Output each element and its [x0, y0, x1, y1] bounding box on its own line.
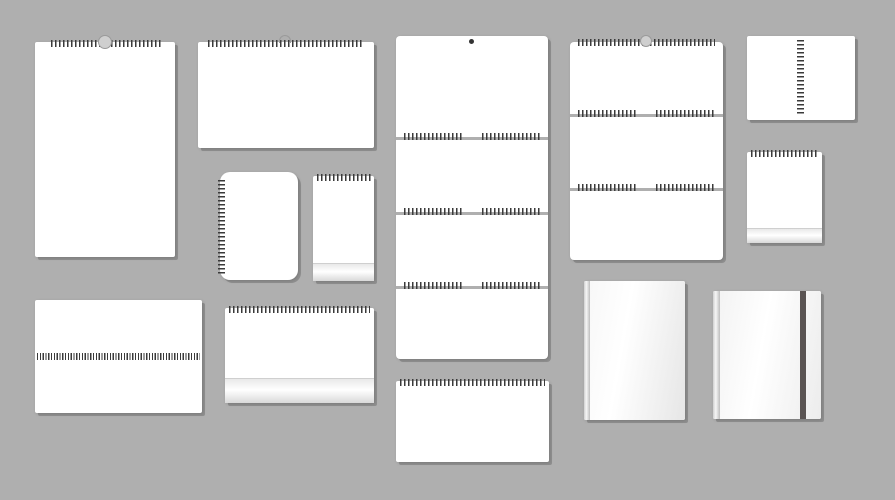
- panel-spiral: [482, 282, 540, 289]
- panel-divider: [396, 212, 548, 215]
- cover-surface: [584, 281, 685, 420]
- landscape-desk-calendar: [396, 379, 549, 462]
- panel-divider: [396, 137, 548, 140]
- wide-center-spiral-calendar: [35, 300, 202, 413]
- top-spiral-binding: [208, 40, 364, 47]
- center-spiral-binding: [797, 40, 804, 116]
- top-spiral-binding: [751, 150, 818, 157]
- small-desk-calendar: [313, 174, 374, 281]
- side-spiral-notepad: [218, 172, 298, 280]
- panel-spiral: [482, 133, 540, 140]
- panel-spiral: [578, 184, 636, 191]
- left-spiral-binding: [218, 180, 225, 274]
- wall-calendar-portrait: [35, 35, 175, 257]
- hanger-hook: [98, 35, 112, 49]
- hanging-hole: [469, 39, 474, 44]
- panel-spiral: [656, 184, 714, 191]
- panel-spiral: [482, 208, 540, 215]
- top-spiral-binding: [229, 306, 370, 313]
- desk-tent-calendar: [225, 306, 374, 403]
- book-spine: [584, 281, 590, 420]
- book-spine: [713, 291, 720, 419]
- panel-spiral: [578, 110, 636, 117]
- panel-divider: [396, 286, 548, 289]
- panel-spiral: [656, 110, 714, 117]
- panel-spiral: [404, 208, 462, 215]
- hanger-hook: [279, 35, 291, 43]
- calendar-stand: [747, 228, 822, 243]
- elastic-strap: [800, 291, 806, 419]
- hanger-hook: [640, 35, 652, 47]
- center-spiral-binding: [37, 353, 200, 360]
- open-spiral-notebook: [747, 36, 855, 120]
- hardcover-notebook: [584, 281, 685, 420]
- strap-notebook: [713, 291, 821, 419]
- calendar-stand: [225, 378, 374, 403]
- three-panel-wall-calendar: [570, 35, 723, 260]
- calendar-stand: [313, 263, 374, 281]
- panel-spiral: [404, 133, 462, 140]
- mini-desk-calendar: [747, 150, 822, 243]
- top-spiral-binding: [400, 379, 545, 386]
- panel-spiral: [404, 282, 462, 289]
- top-spiral-binding: [317, 174, 371, 181]
- panel-divider: [570, 188, 723, 191]
- wall-calendar-landscape: [198, 35, 374, 148]
- panel-divider: [570, 114, 723, 117]
- four-panel-wall-calendar: [396, 36, 548, 359]
